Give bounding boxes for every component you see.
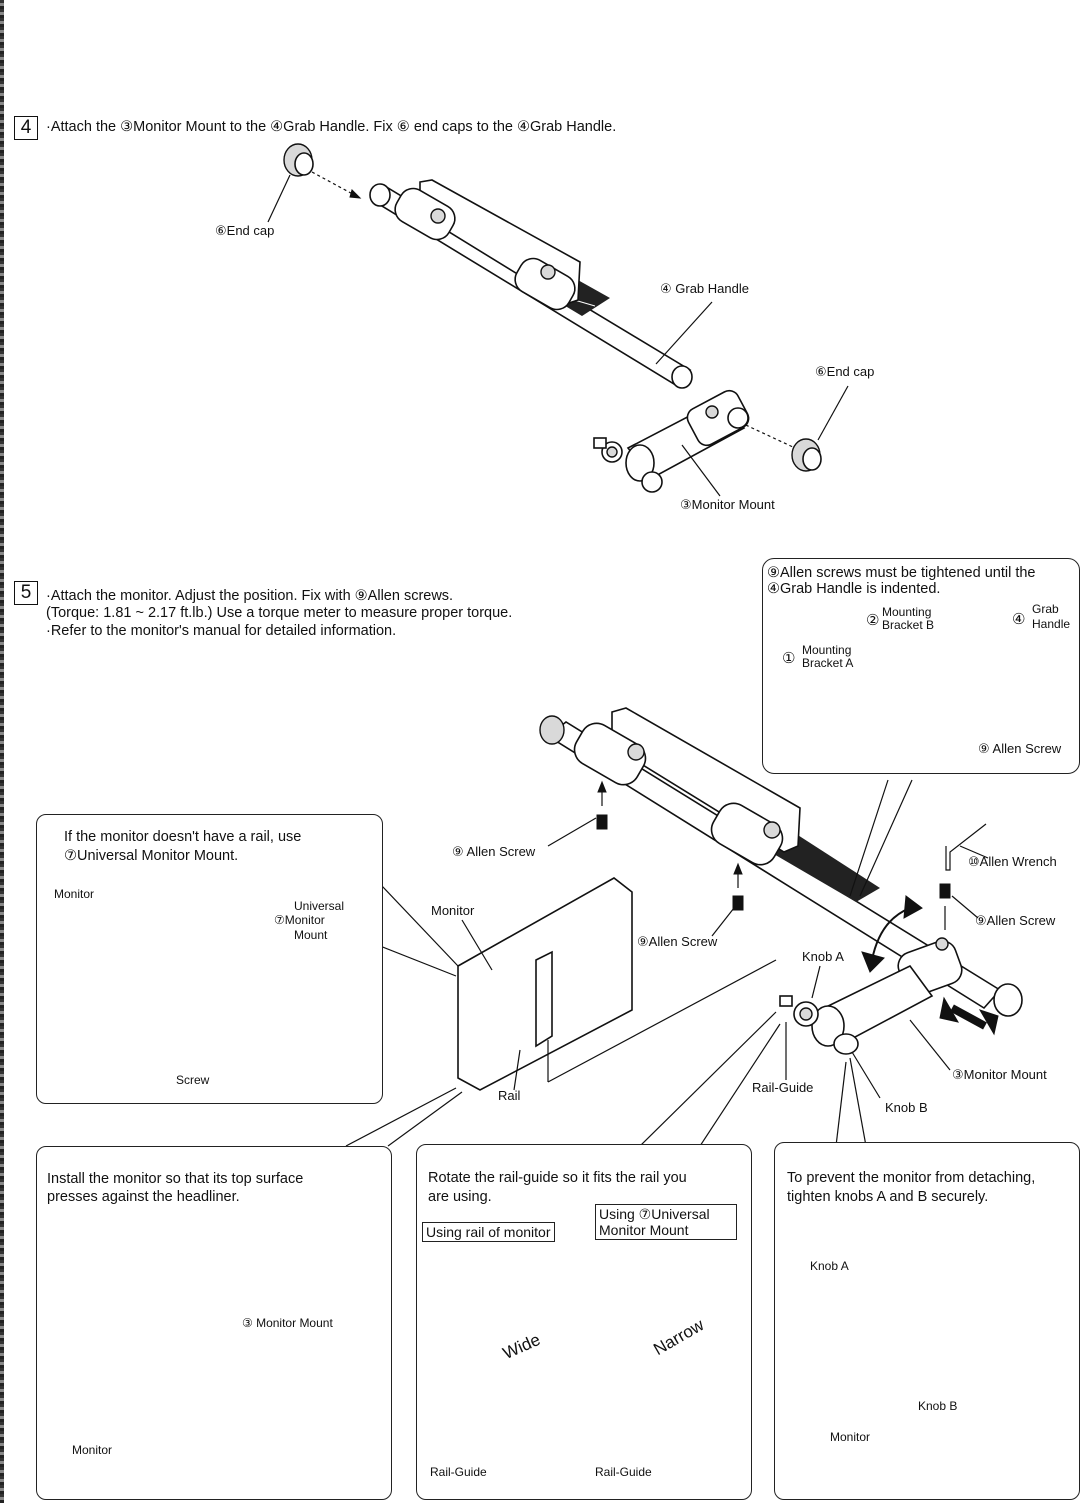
mounting-bracket-b-number: ② <box>866 612 880 629</box>
monitor-label-install: Monitor <box>72 1443 113 1457</box>
install-panel-line-1: Install the monitor so that its top surf… <box>47 1171 304 1187</box>
end-cap-left-label: ⑥End cap <box>215 223 275 238</box>
end-cap-right-drawing <box>734 385 849 472</box>
rotate-panel-line-1: Rotate the rail-guide so it fits the rai… <box>428 1170 687 1186</box>
mounting-bracket-b-label-2: Bracket B <box>882 618 935 632</box>
allen-wrench-label: ⑩Allen Wrench <box>968 854 1057 869</box>
install-monitor-panel <box>36 1146 392 1500</box>
grab-handle-label-inset-2: Handle <box>1032 617 1071 631</box>
universal-label-1: Universal <box>294 899 345 913</box>
knob-a-label-panel: Knob A <box>810 1259 849 1273</box>
monitor-mount-drawing <box>593 389 750 497</box>
step-5-line-2: (Torque: 1.81 ~ 2.17 ft.lb.) Use a torqu… <box>46 605 513 621</box>
rotate-rail-guide-panel <box>416 1144 752 1500</box>
allen-screw-label-3: ⑨Allen Screw <box>975 913 1056 928</box>
rail-guide-label-left: Rail-Guide <box>430 1465 487 1479</box>
monitor-mount-label-step4: ③Monitor Mount <box>680 497 775 512</box>
mounting-bracket-a-label-2: Bracket A <box>802 656 854 670</box>
rotate-panel-line-2: are using. <box>428 1189 492 1205</box>
allen-screw-label-2: ⑨Allen Screw <box>637 934 718 949</box>
screw-label: Screw <box>176 1073 210 1087</box>
grab-handle-drawing <box>369 179 713 389</box>
knob-b-label-panel: Knob B <box>918 1399 958 1413</box>
mounting-bracket-b-label-1: Mounting <box>882 605 932 619</box>
step-5-number: 5 <box>14 581 38 605</box>
knob-b-label-main: Knob B <box>885 1100 928 1115</box>
step4-drawing <box>267 143 849 497</box>
allen-screw-label-1: ⑨ Allen Screw <box>452 844 536 859</box>
using-universal-mount-tag-line-1: Using ⑦Universal <box>599 1206 710 1222</box>
step-5-line-1: ·Attach the monitor. Adjust the position… <box>46 588 454 604</box>
using-universal-mount-tag-line-2: Monitor Mount <box>599 1222 689 1239</box>
step-4-number: 4 <box>14 116 38 140</box>
monitor-mount-label-main: ③Monitor Mount <box>952 1067 1047 1082</box>
rail-guide-label-main: Rail-Guide <box>752 1080 814 1095</box>
end-cap-left-drawing <box>267 143 362 223</box>
universal-panel-line-2: ⑦Universal Monitor Mount. <box>64 848 239 864</box>
monitor-label-main: Monitor <box>431 903 475 918</box>
allen-screw-label-inset: ⑨ Allen Screw <box>978 741 1062 756</box>
knobs-panel-line-1: To prevent the monitor from detaching, <box>787 1170 1036 1186</box>
grab-handle-label: ④ Grab Handle <box>660 281 749 296</box>
using-universal-mount-tag: Using ⑦Universal Monitor Mount <box>595 1204 737 1241</box>
end-cap-right-label: ⑥End cap <box>815 364 875 379</box>
tighten-knobs-panel <box>774 1142 1080 1500</box>
allen-inset-line-2: ④Grab Handle is indented. <box>767 581 941 597</box>
step-5-line-3: ·Refer to the monitor's manual for detai… <box>46 623 397 639</box>
universal-label-3: Mount <box>294 928 328 942</box>
knob-a-label-main: Knob A <box>802 949 844 964</box>
step5-assembly <box>457 707 1023 1099</box>
install-panel-line-2: presses against the headliner. <box>47 1189 240 1205</box>
monitor-label-panel: Monitor <box>830 1430 871 1444</box>
rail-label: Rail <box>498 1088 521 1103</box>
grab-handle-number-inset: ④ <box>1012 611 1026 628</box>
scan-edge <box>0 0 4 1503</box>
knobs-panel-line-2: tighten knobs A and B securely. <box>787 1189 989 1205</box>
step-4-instruction: ·Attach the ③Monitor Mount to the ④Grab … <box>46 119 617 135</box>
universal-label-2: ⑦Monitor <box>274 913 325 927</box>
allen-inset-line-1: ⑨Allen screws must be tightened until th… <box>767 565 1036 581</box>
monitor-mount-label-install: ③ Monitor Mount <box>242 1316 333 1330</box>
rail-guide-label-right: Rail-Guide <box>595 1465 652 1479</box>
using-rail-of-monitor-tag: Using rail of monitor <box>422 1222 555 1243</box>
mounting-bracket-a-label-1: Mounting <box>802 643 852 657</box>
allen-inset-panel <box>762 558 1080 774</box>
grab-handle-label-inset-1: Grab <box>1032 602 1059 616</box>
universal-panel-line-1: If the monitor doesn't have a rail, use <box>64 829 302 845</box>
universal-mount-panel <box>36 814 383 1104</box>
mounting-bracket-a-number: ① <box>782 650 796 667</box>
monitor-label-universal: Monitor <box>54 887 95 901</box>
